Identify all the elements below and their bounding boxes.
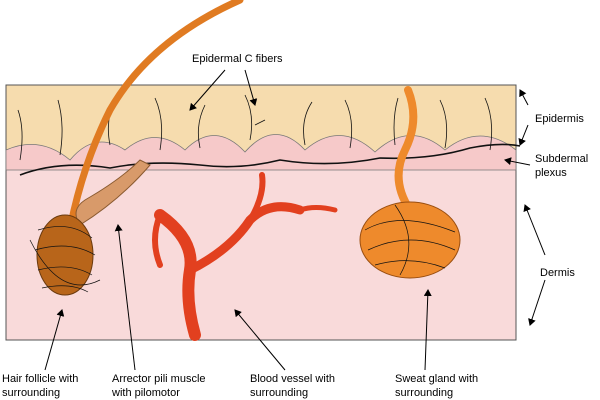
label-blood-vessel-line2: surrounding [250, 387, 309, 399]
label-subdermal-line1: Subdermal [535, 153, 589, 165]
label-arrector-pili-line2: with pilomotor [112, 387, 180, 399]
label-blood-vessel-line1: Blood vessel with [250, 373, 335, 385]
arrector-pili-muscle [75, 159, 151, 226]
epidermis-bracket [518, 89, 529, 146]
label-epidermis: Epidermis [535, 113, 584, 125]
hair-follicle-nerves [29, 226, 101, 293]
label-hair-follicle-line2: surrounding [2, 387, 61, 399]
label-epidermal-c-fibers: Epidermal C fibers [192, 53, 283, 65]
sweat-gland-duct [394, 86, 418, 214]
label-arrector-pili-line1: Arrector pili muscle [112, 373, 206, 385]
hair-shaft [64, 0, 244, 244]
callout-arrows [44, 69, 546, 371]
label-sweat-gland-line1: Sweat gland with [395, 373, 479, 385]
blood-vessel [152, 172, 338, 341]
label-subdermal-line2: plexus [535, 167, 567, 179]
hair-follicle [36, 214, 94, 296]
sweat-gland-nerves [364, 204, 456, 276]
label-dermis: Dermis [540, 267, 575, 279]
label-sweat-gland-line2: surrounding [395, 387, 454, 399]
subdermal-plexus [19, 143, 521, 176]
label-hair-follicle-line1: Hair follicle with [2, 373, 79, 385]
